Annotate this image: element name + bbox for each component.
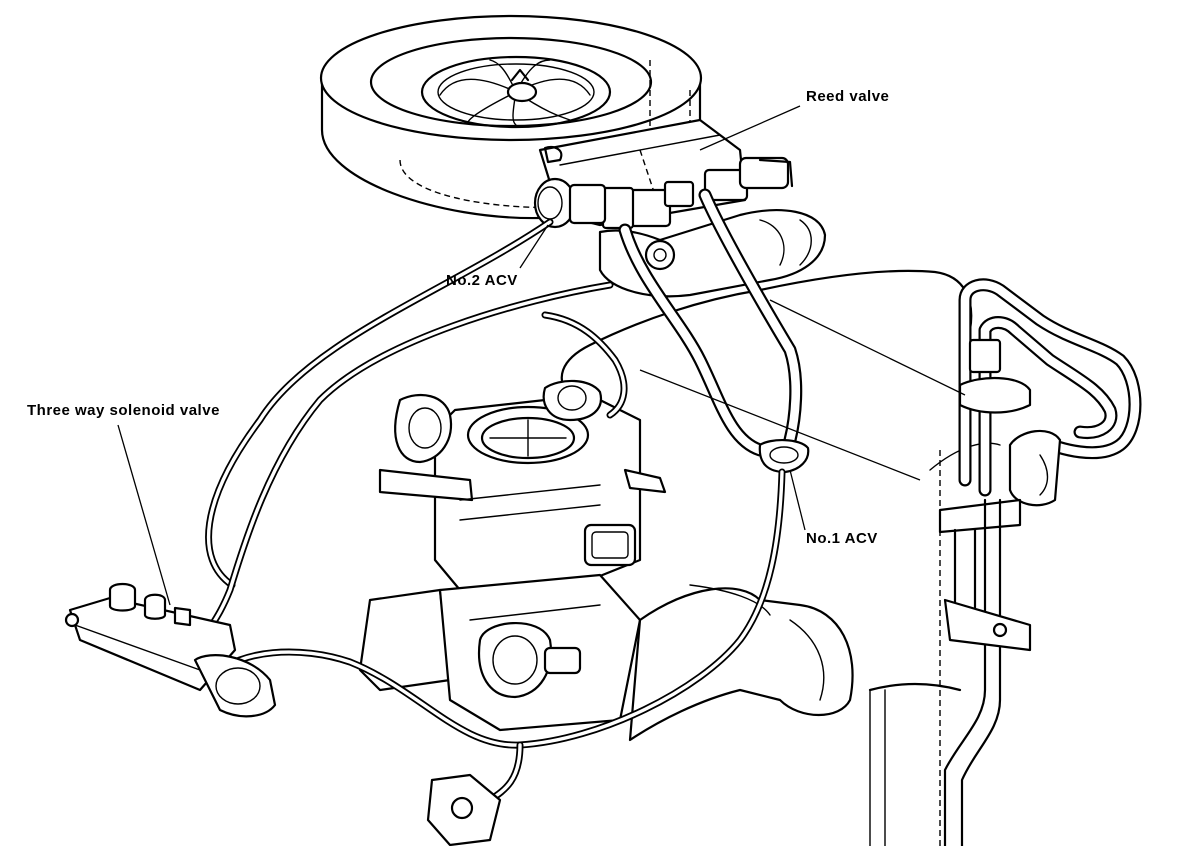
label-no2-acv: No.2 ACV bbox=[446, 272, 518, 289]
vacuum-hoses bbox=[205, 218, 786, 804]
air-pipes bbox=[618, 188, 803, 457]
solenoid-valve-part bbox=[64, 582, 277, 718]
reed-valve bbox=[601, 156, 794, 230]
vacuum-sensor bbox=[426, 773, 502, 846]
leader-lines bbox=[117, 105, 966, 606]
lower-manifold bbox=[358, 573, 854, 742]
intake-housing bbox=[598, 209, 827, 298]
right-pipes bbox=[938, 278, 1142, 846]
label-three-way-solenoid-valve: Three way solenoid valve bbox=[27, 402, 220, 419]
no1-acv-part bbox=[758, 439, 810, 474]
label-no1-acv: No.1 ACV bbox=[806, 530, 878, 547]
no2-acv-part bbox=[533, 146, 607, 229]
carburetor bbox=[378, 379, 667, 610]
label-reed-valve: Reed valve bbox=[806, 88, 890, 105]
